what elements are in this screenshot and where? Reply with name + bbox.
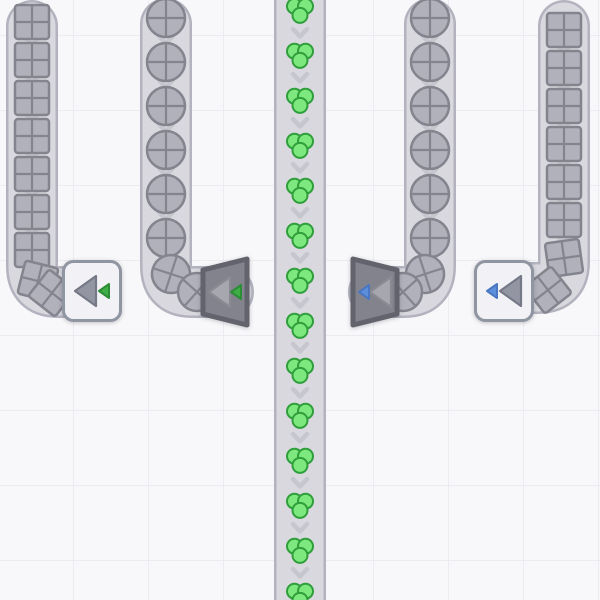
square-resource-item [543, 237, 585, 279]
circle-resource-item [409, 85, 451, 127]
belt-flow-arrow-icon [290, 26, 310, 39]
belt-flow-arrow-icon [290, 386, 310, 399]
green-cluster-resource-item [286, 492, 314, 519]
belt-flow-arrow-icon [290, 476, 310, 489]
square-resource-item [13, 117, 51, 155]
green-triangle-left-icon [98, 283, 110, 299]
belt-flow-arrow-icon [290, 161, 310, 174]
green-cluster-resource-item [286, 447, 314, 474]
circle-resource-item [409, 129, 451, 171]
green-cluster-resource-item [286, 582, 314, 600]
square-resource-item [13, 193, 51, 231]
green-cluster-resource-item [286, 537, 314, 564]
belt-flow-arrow-icon [290, 116, 310, 129]
green-cluster-resource-item [286, 222, 314, 249]
belt-flow-arrow-icon [290, 521, 310, 534]
square-resource-item [545, 125, 583, 163]
square-resource-item [13, 3, 51, 41]
circle-resource-item [145, 129, 187, 171]
belt-flow-arrow-icon [290, 431, 310, 444]
square-resource-item [13, 155, 51, 193]
belt-flow-arrow-icon [290, 206, 310, 219]
circle-resource-item [145, 173, 187, 215]
portal-green-light-building[interactable] [62, 260, 122, 322]
green-cluster-resource-item [286, 357, 314, 384]
blue-triangle-left-icon [358, 284, 370, 300]
circle-resource-item [409, 0, 451, 39]
circle-resource-item [145, 217, 187, 259]
triangle-left-icon [368, 275, 393, 309]
belt-flow-arrow-icon [290, 341, 310, 354]
belt-far-right[interactable] [474, 0, 590, 314]
circle-resource-item [409, 173, 451, 215]
circle-resource-item [145, 41, 187, 83]
triangle-left-icon [73, 274, 98, 308]
circle-resource-item [145, 85, 187, 127]
portal-blue-dark-building[interactable] [350, 256, 400, 328]
belt-flow-arrow-icon [290, 251, 310, 264]
green-cluster-resource-item [286, 177, 314, 204]
belt-right[interactable] [348, 0, 456, 319]
circle-resource-item [409, 41, 451, 83]
blue-triangle-left-icon [486, 283, 498, 299]
belt-flow-arrow-icon [290, 296, 310, 309]
square-resource-item [545, 163, 583, 201]
belt-left[interactable] [140, 0, 254, 319]
green-triangle-left-icon [230, 284, 242, 300]
green-cluster-resource-item [286, 402, 314, 429]
green-cluster-resource-item [286, 132, 314, 159]
green-cluster-resource-item [286, 312, 314, 339]
square-resource-item [545, 87, 583, 125]
portal-blue-light-building[interactable] [474, 260, 534, 322]
green-cluster-resource-item [286, 0, 314, 24]
square-resource-item [13, 79, 51, 117]
triangle-left-icon [498, 274, 523, 308]
belt-flow-arrow-icon [290, 71, 310, 84]
belt-center[interactable] [274, 0, 326, 600]
belt-flow-arrow-icon [290, 566, 310, 579]
green-cluster-resource-item [286, 42, 314, 69]
square-resource-item [545, 49, 583, 87]
square-resource-item [545, 201, 583, 239]
green-cluster-resource-item [286, 87, 314, 114]
circle-resource-item [145, 0, 187, 39]
portal-green-dark-building[interactable] [200, 256, 250, 328]
square-resource-item [524, 266, 572, 314]
square-resource-item [545, 11, 583, 49]
square-resource-item [13, 41, 51, 79]
circle-resource-item [409, 217, 451, 259]
green-cluster-resource-item [286, 267, 314, 294]
